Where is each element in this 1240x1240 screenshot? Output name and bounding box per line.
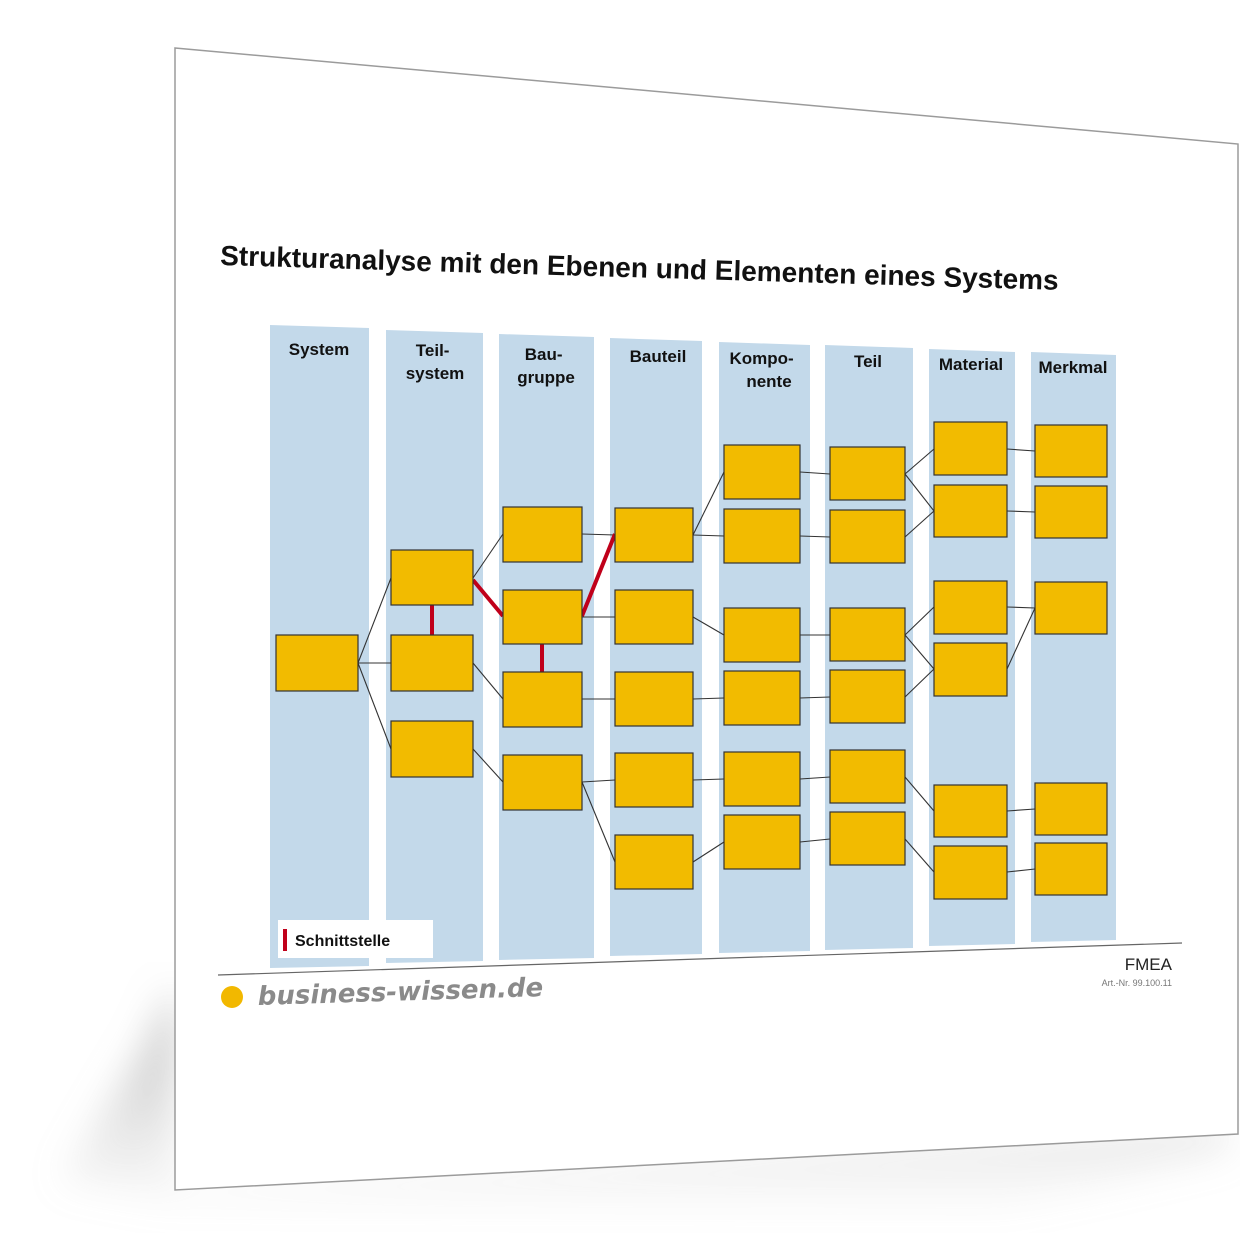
- connector-line: [799, 838, 831, 843]
- connector-line: [904, 776, 935, 812]
- connector-line: [799, 535, 831, 538]
- element-box: [390, 720, 474, 778]
- interface-line: [580, 533, 617, 617]
- legend-interface-swatch: [283, 929, 287, 951]
- legend-label: Schnittstelle: [295, 933, 390, 950]
- column-band-baugruppe: [499, 334, 594, 960]
- header-bauteil: Bauteil: [630, 347, 687, 366]
- element-box: [614, 507, 694, 563]
- element-box: [933, 784, 1008, 838]
- connector-line: [1006, 606, 1036, 609]
- connector-line: [904, 606, 935, 636]
- connector-line: [581, 779, 616, 783]
- connector-line: [692, 616, 725, 636]
- element-box: [390, 634, 474, 692]
- header-teil: Teil: [854, 352, 882, 371]
- element-box: [614, 834, 694, 890]
- element-box: [1034, 842, 1108, 896]
- header-system: System: [289, 340, 349, 359]
- connector-line: [799, 696, 831, 699]
- element-box: [502, 754, 583, 811]
- header-komponente: Kompo- nente: [730, 349, 799, 391]
- connector-line: [692, 471, 725, 536]
- connector-line: [904, 838, 935, 873]
- connector-line: [581, 533, 616, 536]
- element-box: [502, 506, 583, 563]
- element-box: [933, 580, 1008, 635]
- element-box: [723, 444, 801, 500]
- connector-line: [692, 841, 725, 863]
- connector-line: [692, 778, 725, 781]
- element-box: [723, 508, 801, 564]
- element-box: [390, 549, 474, 606]
- connector-line: [799, 471, 831, 475]
- brand-logo-dot: [221, 986, 243, 1008]
- header-material: Material: [939, 355, 1003, 374]
- connector-line: [472, 662, 504, 700]
- connector-line: [692, 534, 725, 537]
- connector-line: [904, 668, 935, 698]
- element-box: [614, 589, 694, 645]
- element-box: [1034, 424, 1108, 478]
- connector-line: [904, 473, 935, 512]
- connector-line: [1006, 607, 1036, 670]
- element-box: [1034, 485, 1108, 539]
- element-box: [723, 670, 801, 726]
- interface-lines: [430, 533, 617, 672]
- connector-line: [581, 781, 616, 863]
- legend-background: [278, 920, 433, 958]
- element-box: [829, 811, 906, 866]
- header-merkmal: Merkmal: [1039, 358, 1108, 377]
- element-box: [502, 671, 583, 728]
- header-teilsystem: Teil- system: [406, 341, 465, 383]
- element-box: [502, 589, 583, 645]
- element-box: [933, 642, 1008, 697]
- header-baugruppe: Bau- gruppe: [517, 345, 575, 387]
- connector-line: [904, 634, 935, 670]
- element-box: [723, 751, 801, 807]
- connector-line: [472, 533, 504, 579]
- element-box: [723, 814, 801, 870]
- connector-line: [904, 448, 935, 475]
- legend: Schnittstelle: [278, 920, 433, 958]
- element-box: [275, 634, 359, 692]
- element-box: [1034, 581, 1108, 635]
- element-box: [829, 446, 906, 501]
- connector-line: [357, 662, 392, 750]
- element-box: [1034, 782, 1108, 836]
- connector-line: [1006, 868, 1036, 873]
- connector-line: [1006, 808, 1036, 812]
- element-box: [933, 845, 1008, 900]
- element-box: [829, 607, 906, 662]
- element-box: [723, 607, 801, 663]
- connector-line: [799, 776, 831, 780]
- element-box: [933, 421, 1008, 476]
- connector-line: [1006, 510, 1036, 513]
- element-boxes: [275, 421, 1108, 900]
- connector-line: [472, 748, 504, 783]
- column-headers: System Teil- system Bau- gruppe Bauteil …: [289, 340, 1108, 391]
- connector-lines: [357, 448, 1036, 873]
- connector-line: [904, 510, 935, 538]
- element-box: [829, 749, 906, 804]
- connector-line: [692, 697, 725, 700]
- element-box: [933, 484, 1008, 538]
- element-box: [829, 669, 906, 724]
- connector-line: [1006, 448, 1036, 452]
- article-number: Art.-Nr. 99.100.11: [1102, 978, 1172, 988]
- interface-line: [471, 578, 505, 618]
- element-box: [614, 671, 694, 727]
- element-box: [614, 752, 694, 808]
- connector-line: [357, 577, 392, 664]
- footer-rule: [217, 942, 1183, 976]
- document-topic: FMEA: [1125, 955, 1173, 974]
- element-box: [829, 509, 906, 564]
